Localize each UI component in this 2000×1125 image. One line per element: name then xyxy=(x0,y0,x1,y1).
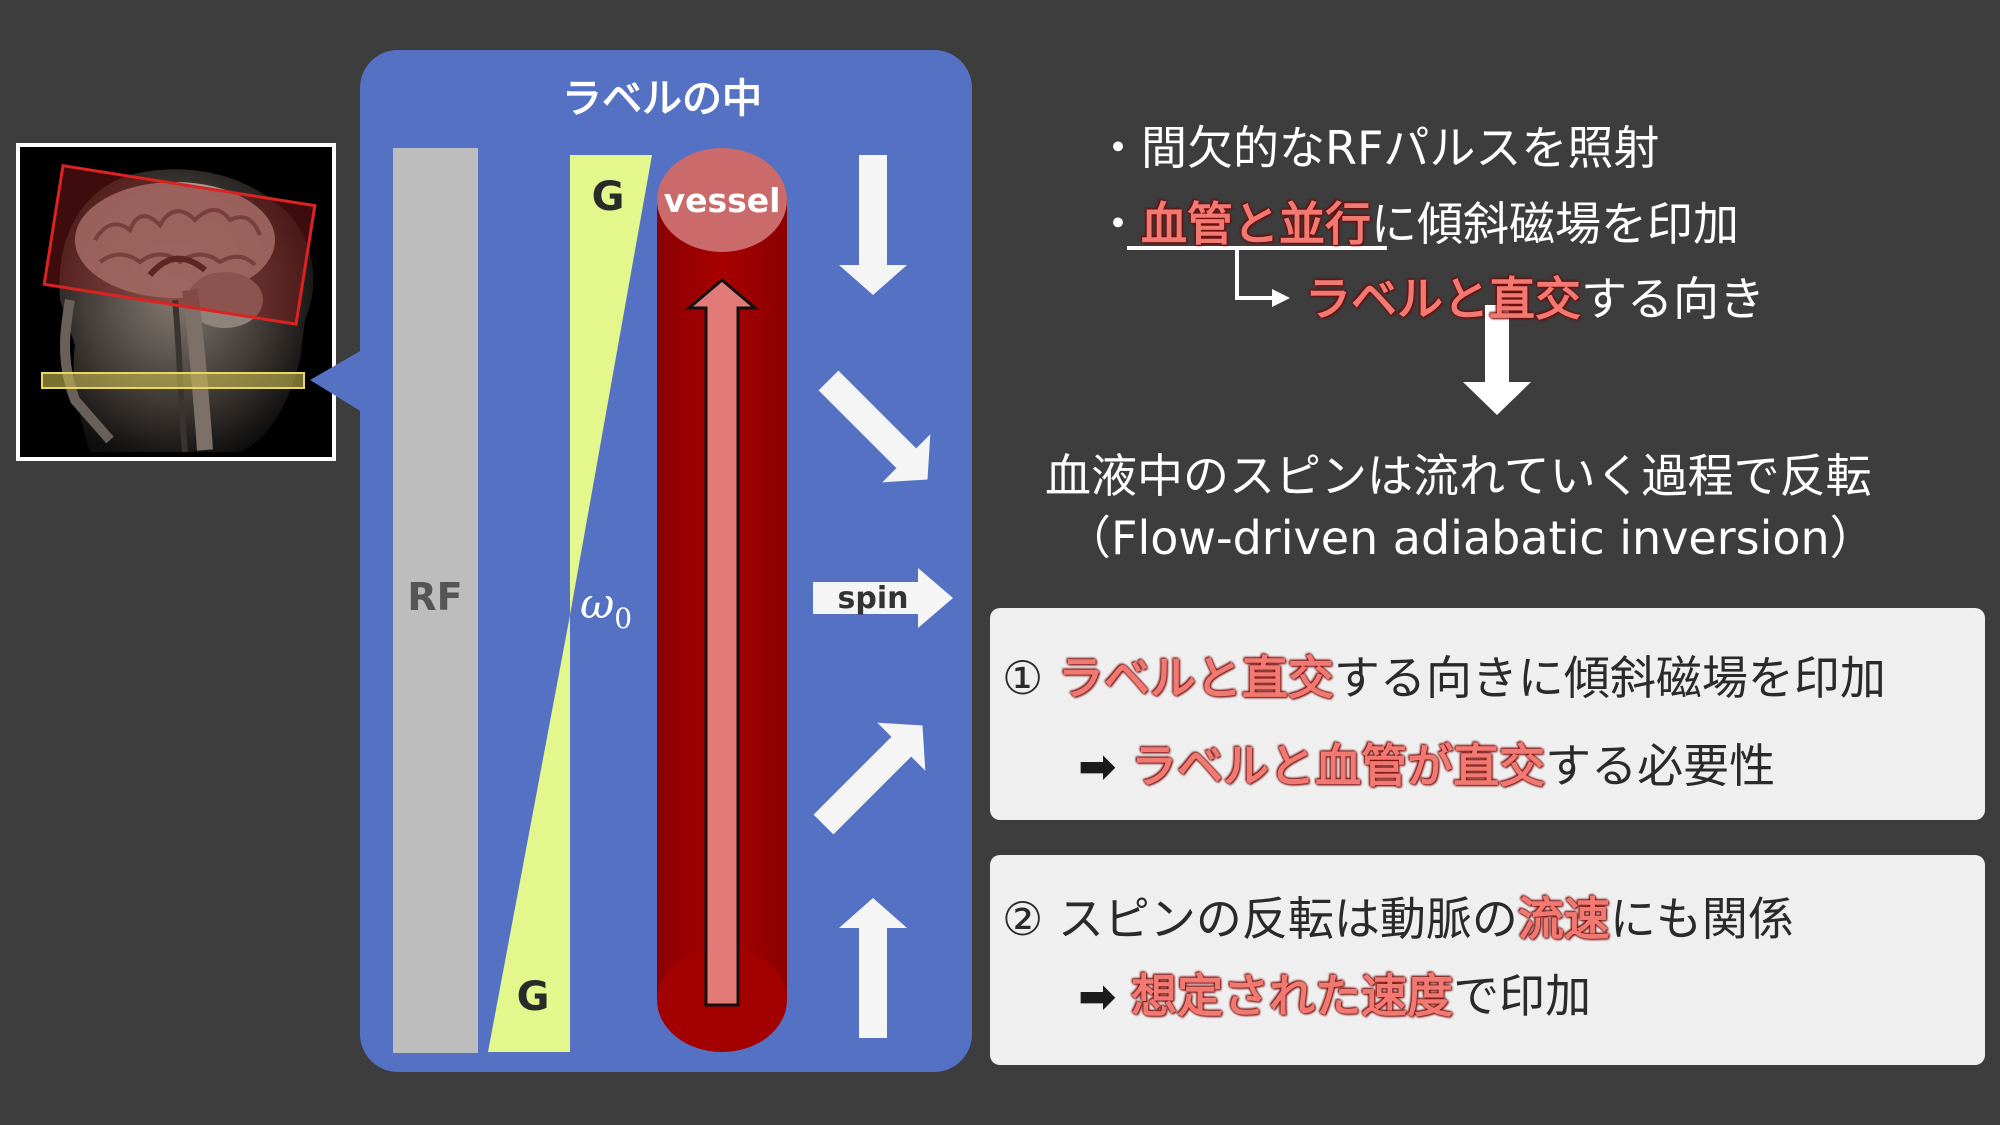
callout-pointer xyxy=(310,350,362,412)
box1-arrow-icon: ➡ xyxy=(1078,739,1117,793)
sub-orthogonal: ラベルと直交する向き xyxy=(1305,272,1765,326)
connector-arrowhead xyxy=(1272,289,1290,307)
gradient-top-label: G xyxy=(592,174,625,220)
bullet2-highlight: 血管と並行 xyxy=(1141,197,1371,251)
bullet-rf-pulse: ・間欠的なRFパルスを照射 xyxy=(1095,121,1660,175)
spin-arrow-down xyxy=(839,155,907,295)
result-line-1: 血液中のスピンは流れていく過程で反転 xyxy=(1045,449,1872,503)
rf-bar xyxy=(393,148,478,1053)
bullet-gradient: ・血管と並行に傾斜磁場を印加 xyxy=(1095,197,1739,251)
note-box-2: ② スピンの反転は動脈の流速にも関係 ➡ 想定された速度で印加 xyxy=(990,855,1985,1065)
box2-line1-highlight: 流速 xyxy=(1517,892,1610,946)
box2-number: ② xyxy=(1002,892,1044,946)
connector-bracket xyxy=(1235,250,1275,300)
sub-highlight: ラベルと直交 xyxy=(1305,272,1581,326)
box1-line2-highlight: ラベルと血管が直交 xyxy=(1131,739,1546,793)
vessel-label: vessel xyxy=(664,181,781,220)
spin-label: spin xyxy=(838,581,909,616)
mri-thumbnail xyxy=(16,143,336,461)
box2-line2-highlight: 想定された速度 xyxy=(1131,969,1454,1023)
spin-arrow-down-right xyxy=(818,370,931,483)
rf-label: RF xyxy=(407,575,462,619)
result-line-2: （Flow-driven adiabatic inversion） xyxy=(1065,511,1876,565)
box1-line1-highlight: ラベルと直交 xyxy=(1057,651,1334,705)
box2-arrow-icon: ➡ xyxy=(1078,969,1117,1023)
box1-number: ① xyxy=(1002,651,1044,705)
label-slab xyxy=(42,163,317,326)
box1-line-1: ① ラベルと直交する向きに傾斜磁場を印加 xyxy=(1002,651,1886,705)
gradient-field xyxy=(488,155,652,1052)
spin-arrow-up-right xyxy=(813,722,926,835)
spin-arrow-up xyxy=(839,898,907,1038)
omega-subscript: 0 xyxy=(614,602,632,635)
box2-line-2: ➡ 想定された速度で印加 xyxy=(1078,969,1592,1023)
box2-line-1: ② スピンの反転は動脈の流速にも関係 xyxy=(1002,892,1794,946)
panel-title: ラベルの中 xyxy=(562,76,762,122)
omega-label: ω0 xyxy=(580,579,632,635)
flow-up-arrow xyxy=(684,278,760,1007)
result-down-arrow xyxy=(1463,305,1531,415)
note-box-1: ① ラベルと直交する向きに傾斜磁場を印加 ➡ ラベルと血管が直交する必要性 xyxy=(990,608,1985,820)
box1-line-2: ➡ ラベルと血管が直交する必要性 xyxy=(1078,739,1776,793)
imaging-slab xyxy=(41,372,305,389)
gradient-bottom-label: G xyxy=(517,974,550,1020)
spin-arrow-right xyxy=(813,568,953,628)
